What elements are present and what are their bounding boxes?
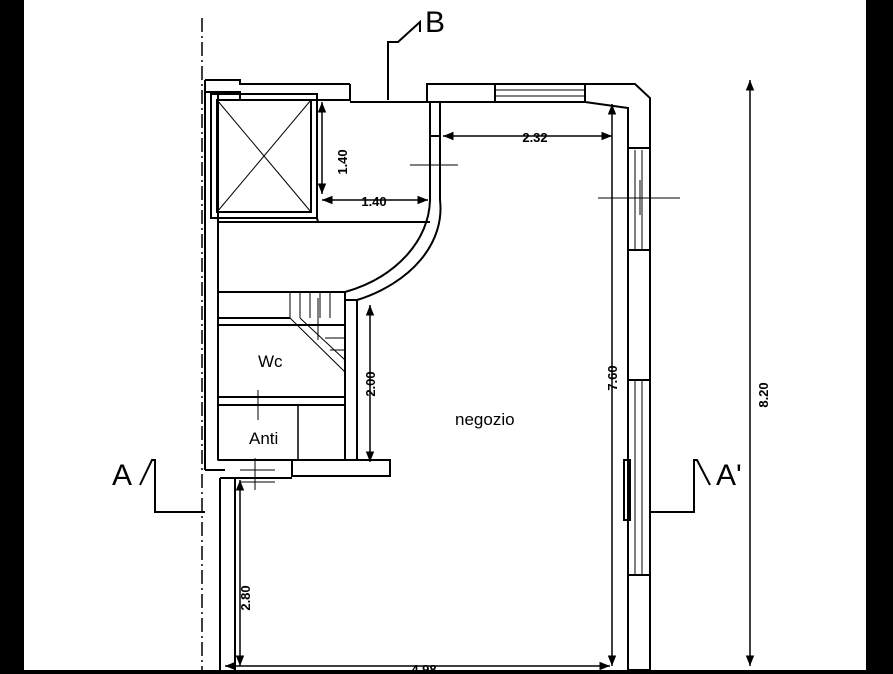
dim-label-4-98: 4.98 [411,662,436,670]
section-marker-a-prime [650,459,711,513]
staircase [289,292,346,373]
dim-label-2-80: 2.80 [238,585,253,610]
top-wall-outer [205,79,350,85]
room-label-anti: Anti [249,429,278,448]
wc-room [217,324,346,398]
corner-pier [584,83,651,149]
section-marker-b [387,19,421,100]
top-wall-segment [426,83,496,103]
dim-label-2-32: 2.32 [522,130,547,145]
floor-plan: B A A' 1.40 1.40 2.32 2.00 7.60 8.20 2.8… [112,6,771,674]
drawing-sheet: B A A' 1.40 1.40 2.32 2.00 7.60 8.20 2.8… [24,0,866,674]
section-label-a-prime: A' [716,459,742,492]
section-marker-a [139,459,205,513]
room-label-wc: Wc [258,352,283,371]
right-pier [627,249,651,381]
section-label-a: A [112,459,132,492]
top-wall-inner [205,84,351,101]
dim-label-1-40-vertical: 1.40 [335,149,350,174]
dim-label-8-20: 8.20 [756,382,771,407]
dim-label-1-40-horizontal: 1.40 [361,194,386,209]
walls [204,79,680,671]
section-label-b: B [425,6,445,39]
room-label-negozio: negozio [455,410,515,429]
curved-wall [344,199,431,293]
dim-label-2-00: 2.00 [363,371,378,396]
top-window [494,83,586,103]
dimension-lines [225,80,755,671]
dim-label-7-60: 7.60 [605,365,620,390]
